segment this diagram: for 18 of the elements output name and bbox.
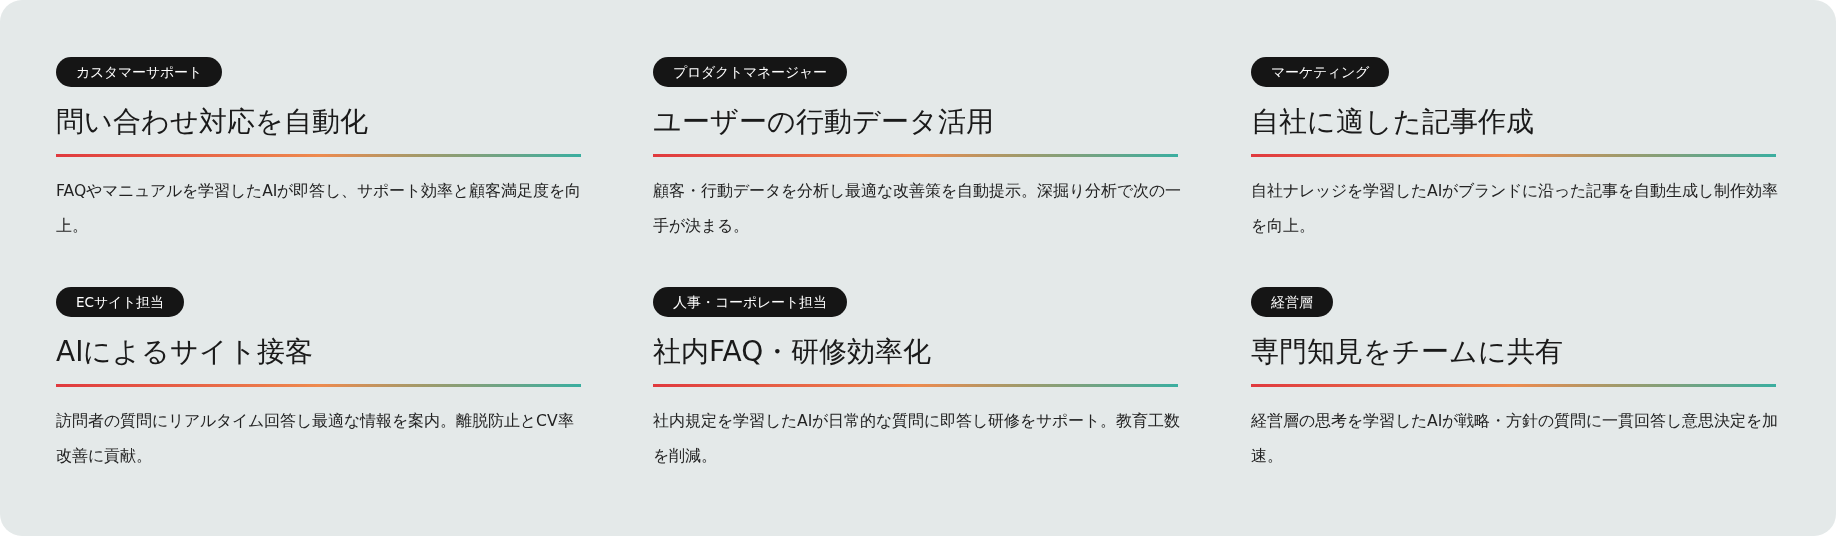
card-title: AIによるサイト接客 bbox=[56, 334, 314, 370]
card-description: FAQやマニュアルを学習したAIが即答し、サポート効率と顧客満足度を向上。 bbox=[56, 181, 583, 237]
card-description: 自社ナレッジを学習したAIがブランドに沿った記事を自動生成し制作効率を向上。 bbox=[1251, 181, 1780, 237]
category-badge: ECサイト担当 bbox=[56, 287, 184, 317]
category-badge: プロダクトマネージャー bbox=[653, 57, 847, 87]
card-title: 自社に適した記事作成 bbox=[1251, 104, 1534, 140]
category-badge: 人事・コーポレート担当 bbox=[653, 287, 847, 317]
category-badge: カスタマーサポート bbox=[56, 57, 222, 87]
category-badge: 経営層 bbox=[1251, 287, 1333, 317]
card-title: 問い合わせ対応を自動化 bbox=[56, 104, 368, 140]
card-description: 訪問者の質問にリアルタイム回答し最適な情報を案内。離脱防止とCV率改善に貢献。 bbox=[56, 411, 575, 467]
category-badge: マーケティング bbox=[1251, 57, 1389, 87]
card-title: ユーザーの行動データ活用 bbox=[653, 104, 994, 140]
card-description: 顧客・行動データを分析し最適な改善策を自動提示。深掘り分析で次の一手が決まる。 bbox=[653, 181, 1182, 237]
card-description: 社内規定を学習したAIが日常的な質問に即答し研修をサポート。教育工数を削減。 bbox=[653, 411, 1182, 467]
card-title: 社内FAQ・研修効率化 bbox=[653, 334, 932, 370]
card-title: 専門知見をチームに共有 bbox=[1251, 334, 1563, 370]
card-description: 経営層の思考を学習したAIが戦略・方針の質問に一貫回答し意思決定を加速。 bbox=[1251, 411, 1780, 467]
